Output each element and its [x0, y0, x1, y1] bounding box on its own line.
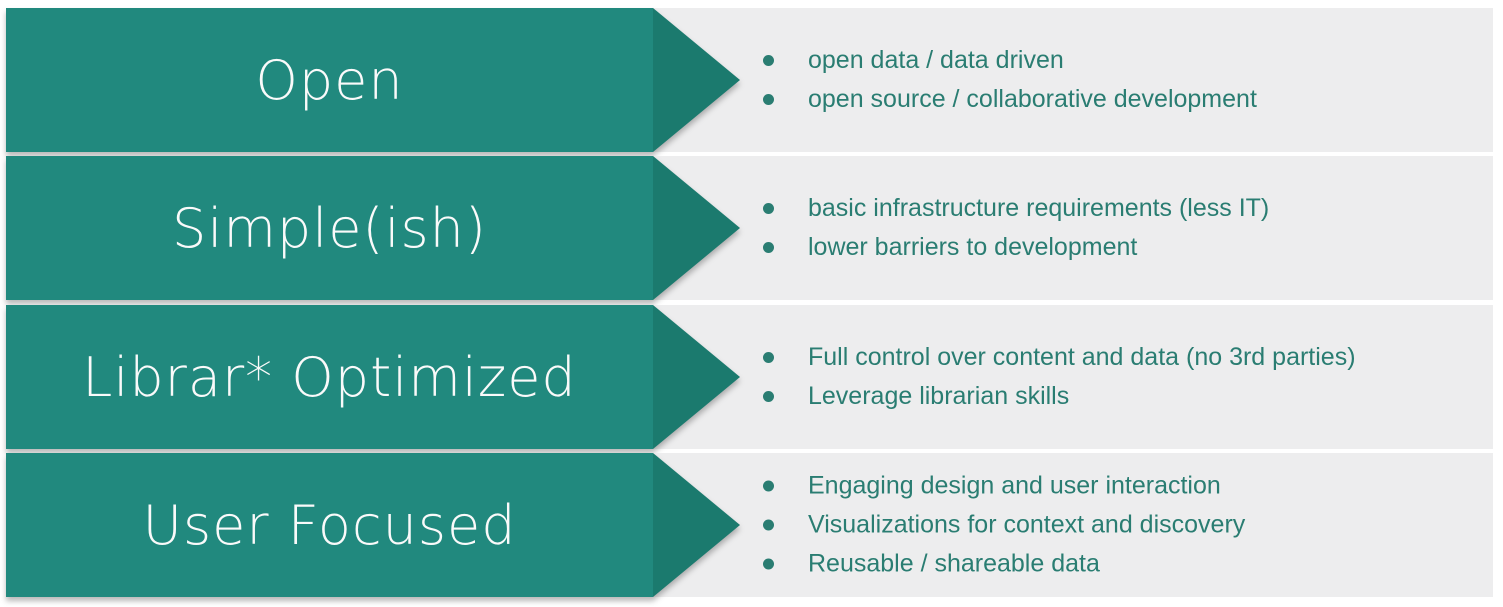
arrow-body: Librar* Optimized: [6, 305, 653, 449]
arrow-head: [653, 156, 740, 300]
arrow-banner: User Focused: [6, 453, 740, 597]
arrow-label: Librar* Optimized: [82, 345, 577, 409]
bullet-item: lower barriers to development: [751, 228, 1269, 267]
bullet-item: Reusable / shareable data: [751, 545, 1245, 584]
bullet-item: open source / collaborative development: [751, 80, 1257, 119]
bullet-list: basic infrastructure requirements (less …: [751, 189, 1269, 267]
row-user-focused: User Focused Engaging design and user in…: [6, 453, 1493, 597]
arrow-body: User Focused: [6, 453, 653, 597]
arrow-head: [653, 453, 740, 597]
arrow-body: Open: [6, 8, 653, 152]
row-open: Open open data / data driven open source…: [6, 8, 1493, 152]
bullet-list: Engaging design and user interaction Vis…: [751, 467, 1245, 584]
arrow-body: Simple(ish): [6, 156, 653, 300]
bullet-item: open data / data driven: [751, 41, 1257, 80]
bullet-item: Full control over content and data (no 3…: [751, 338, 1356, 377]
bullet-item: Visualizations for context and discovery: [751, 506, 1245, 545]
arrow-head: [653, 8, 740, 152]
bullet-list: Full control over content and data (no 3…: [751, 338, 1356, 416]
row-librar-optimized: Librar* Optimized Full control over cont…: [6, 305, 1493, 449]
bullet-list: open data / data driven open source / co…: [751, 41, 1257, 119]
arrow-banner: Open: [6, 8, 740, 152]
arrow-label: User Focused: [142, 493, 517, 557]
arrow-label: Simple(ish): [172, 196, 487, 260]
bullet-item: Engaging design and user interaction: [751, 467, 1245, 506]
arrow-banner: Librar* Optimized: [6, 305, 740, 449]
arrow-label: Open: [255, 48, 404, 112]
row-simpleish: Simple(ish) basic infrastructure require…: [6, 156, 1493, 300]
arrow-head: [653, 305, 740, 449]
bullet-item: Leverage librarian skills: [751, 377, 1356, 416]
bullet-item: basic infrastructure requirements (less …: [751, 189, 1269, 228]
arrow-banner: Simple(ish): [6, 156, 740, 300]
